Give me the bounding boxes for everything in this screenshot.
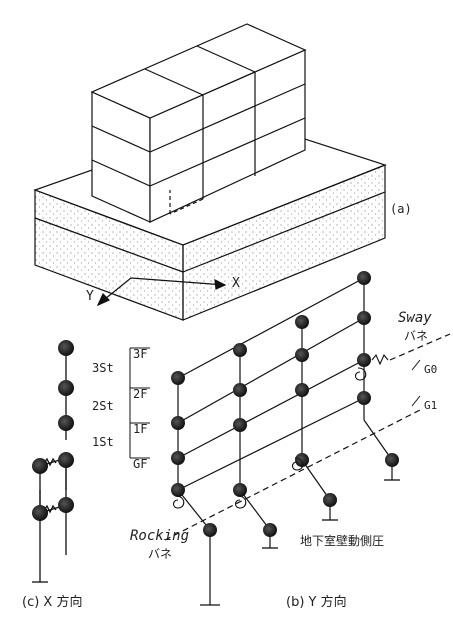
slab-layer-line-front bbox=[34, 217, 184, 273]
building-block-diagram bbox=[33, 23, 387, 321]
x-direction-nodes bbox=[32, 340, 74, 521]
frame-node bbox=[233, 483, 247, 497]
frame-node bbox=[171, 451, 185, 465]
frame-node bbox=[203, 523, 217, 537]
story-label: 1St bbox=[92, 435, 114, 449]
frame-node bbox=[295, 383, 309, 397]
rocking-springs bbox=[172, 367, 367, 509]
sway-label: Sway bbox=[398, 310, 432, 326]
slab-right-face bbox=[182, 164, 386, 321]
y-direction-frame bbox=[164, 277, 451, 605]
frame-node bbox=[263, 523, 277, 537]
g1-label: G1 bbox=[424, 399, 437, 412]
frame-node bbox=[233, 343, 247, 357]
rocking-spiral bbox=[172, 495, 185, 509]
figure-c-caption: (c) X 方向 bbox=[22, 594, 82, 610]
g0-label: G0 bbox=[424, 363, 437, 376]
x-node bbox=[32, 505, 48, 521]
frame-node bbox=[323, 493, 337, 507]
floor-label: 3F bbox=[133, 347, 147, 361]
floor-label: 1F bbox=[133, 422, 147, 436]
axis-x-label: X bbox=[232, 276, 240, 291]
frame-node bbox=[357, 271, 371, 285]
rocking-label: Rocking bbox=[130, 528, 189, 544]
rocking-spiral bbox=[234, 495, 247, 509]
axis-y-label: Y bbox=[86, 289, 94, 304]
sway-spring bbox=[371, 353, 389, 366]
x-node bbox=[58, 380, 74, 396]
frame-node bbox=[233, 418, 247, 432]
frame-node bbox=[295, 348, 309, 362]
floor-label: 2F bbox=[133, 387, 147, 401]
y-direction-nodes bbox=[171, 271, 399, 537]
frame-node bbox=[171, 416, 185, 430]
soil-pressure-label: 地下室壁動側圧 bbox=[300, 533, 384, 548]
frame-node bbox=[295, 315, 309, 329]
frame-node bbox=[295, 453, 309, 467]
rocking-spiral bbox=[291, 457, 304, 471]
frame-node bbox=[171, 371, 185, 385]
frame-node bbox=[385, 453, 399, 467]
x-node bbox=[32, 458, 48, 474]
axis-arrows bbox=[96, 277, 227, 307]
frame-node bbox=[357, 311, 371, 325]
x-node bbox=[58, 452, 74, 468]
story-bracket bbox=[129, 347, 150, 459]
x-node bbox=[58, 340, 74, 356]
rocking-spiral bbox=[354, 367, 367, 381]
figure-b-caption: (b) Y 方向 bbox=[286, 594, 347, 610]
story-label: 2St bbox=[92, 399, 114, 413]
frame-node bbox=[357, 353, 371, 367]
building-frame bbox=[90, 23, 307, 223]
frame-node bbox=[357, 391, 371, 405]
slab-layer-line-right bbox=[182, 191, 386, 273]
supports bbox=[32, 479, 400, 606]
frame-node bbox=[233, 383, 247, 397]
figure-a-label: (a) bbox=[390, 202, 412, 216]
floor-label: GF bbox=[133, 457, 147, 471]
sway-sub-label: バネ bbox=[404, 329, 428, 343]
story-label: 3St bbox=[92, 361, 114, 375]
x-node bbox=[58, 497, 74, 513]
frame-node bbox=[171, 483, 185, 497]
rocking-sub-label: バネ bbox=[148, 547, 172, 561]
x-node bbox=[58, 415, 74, 431]
